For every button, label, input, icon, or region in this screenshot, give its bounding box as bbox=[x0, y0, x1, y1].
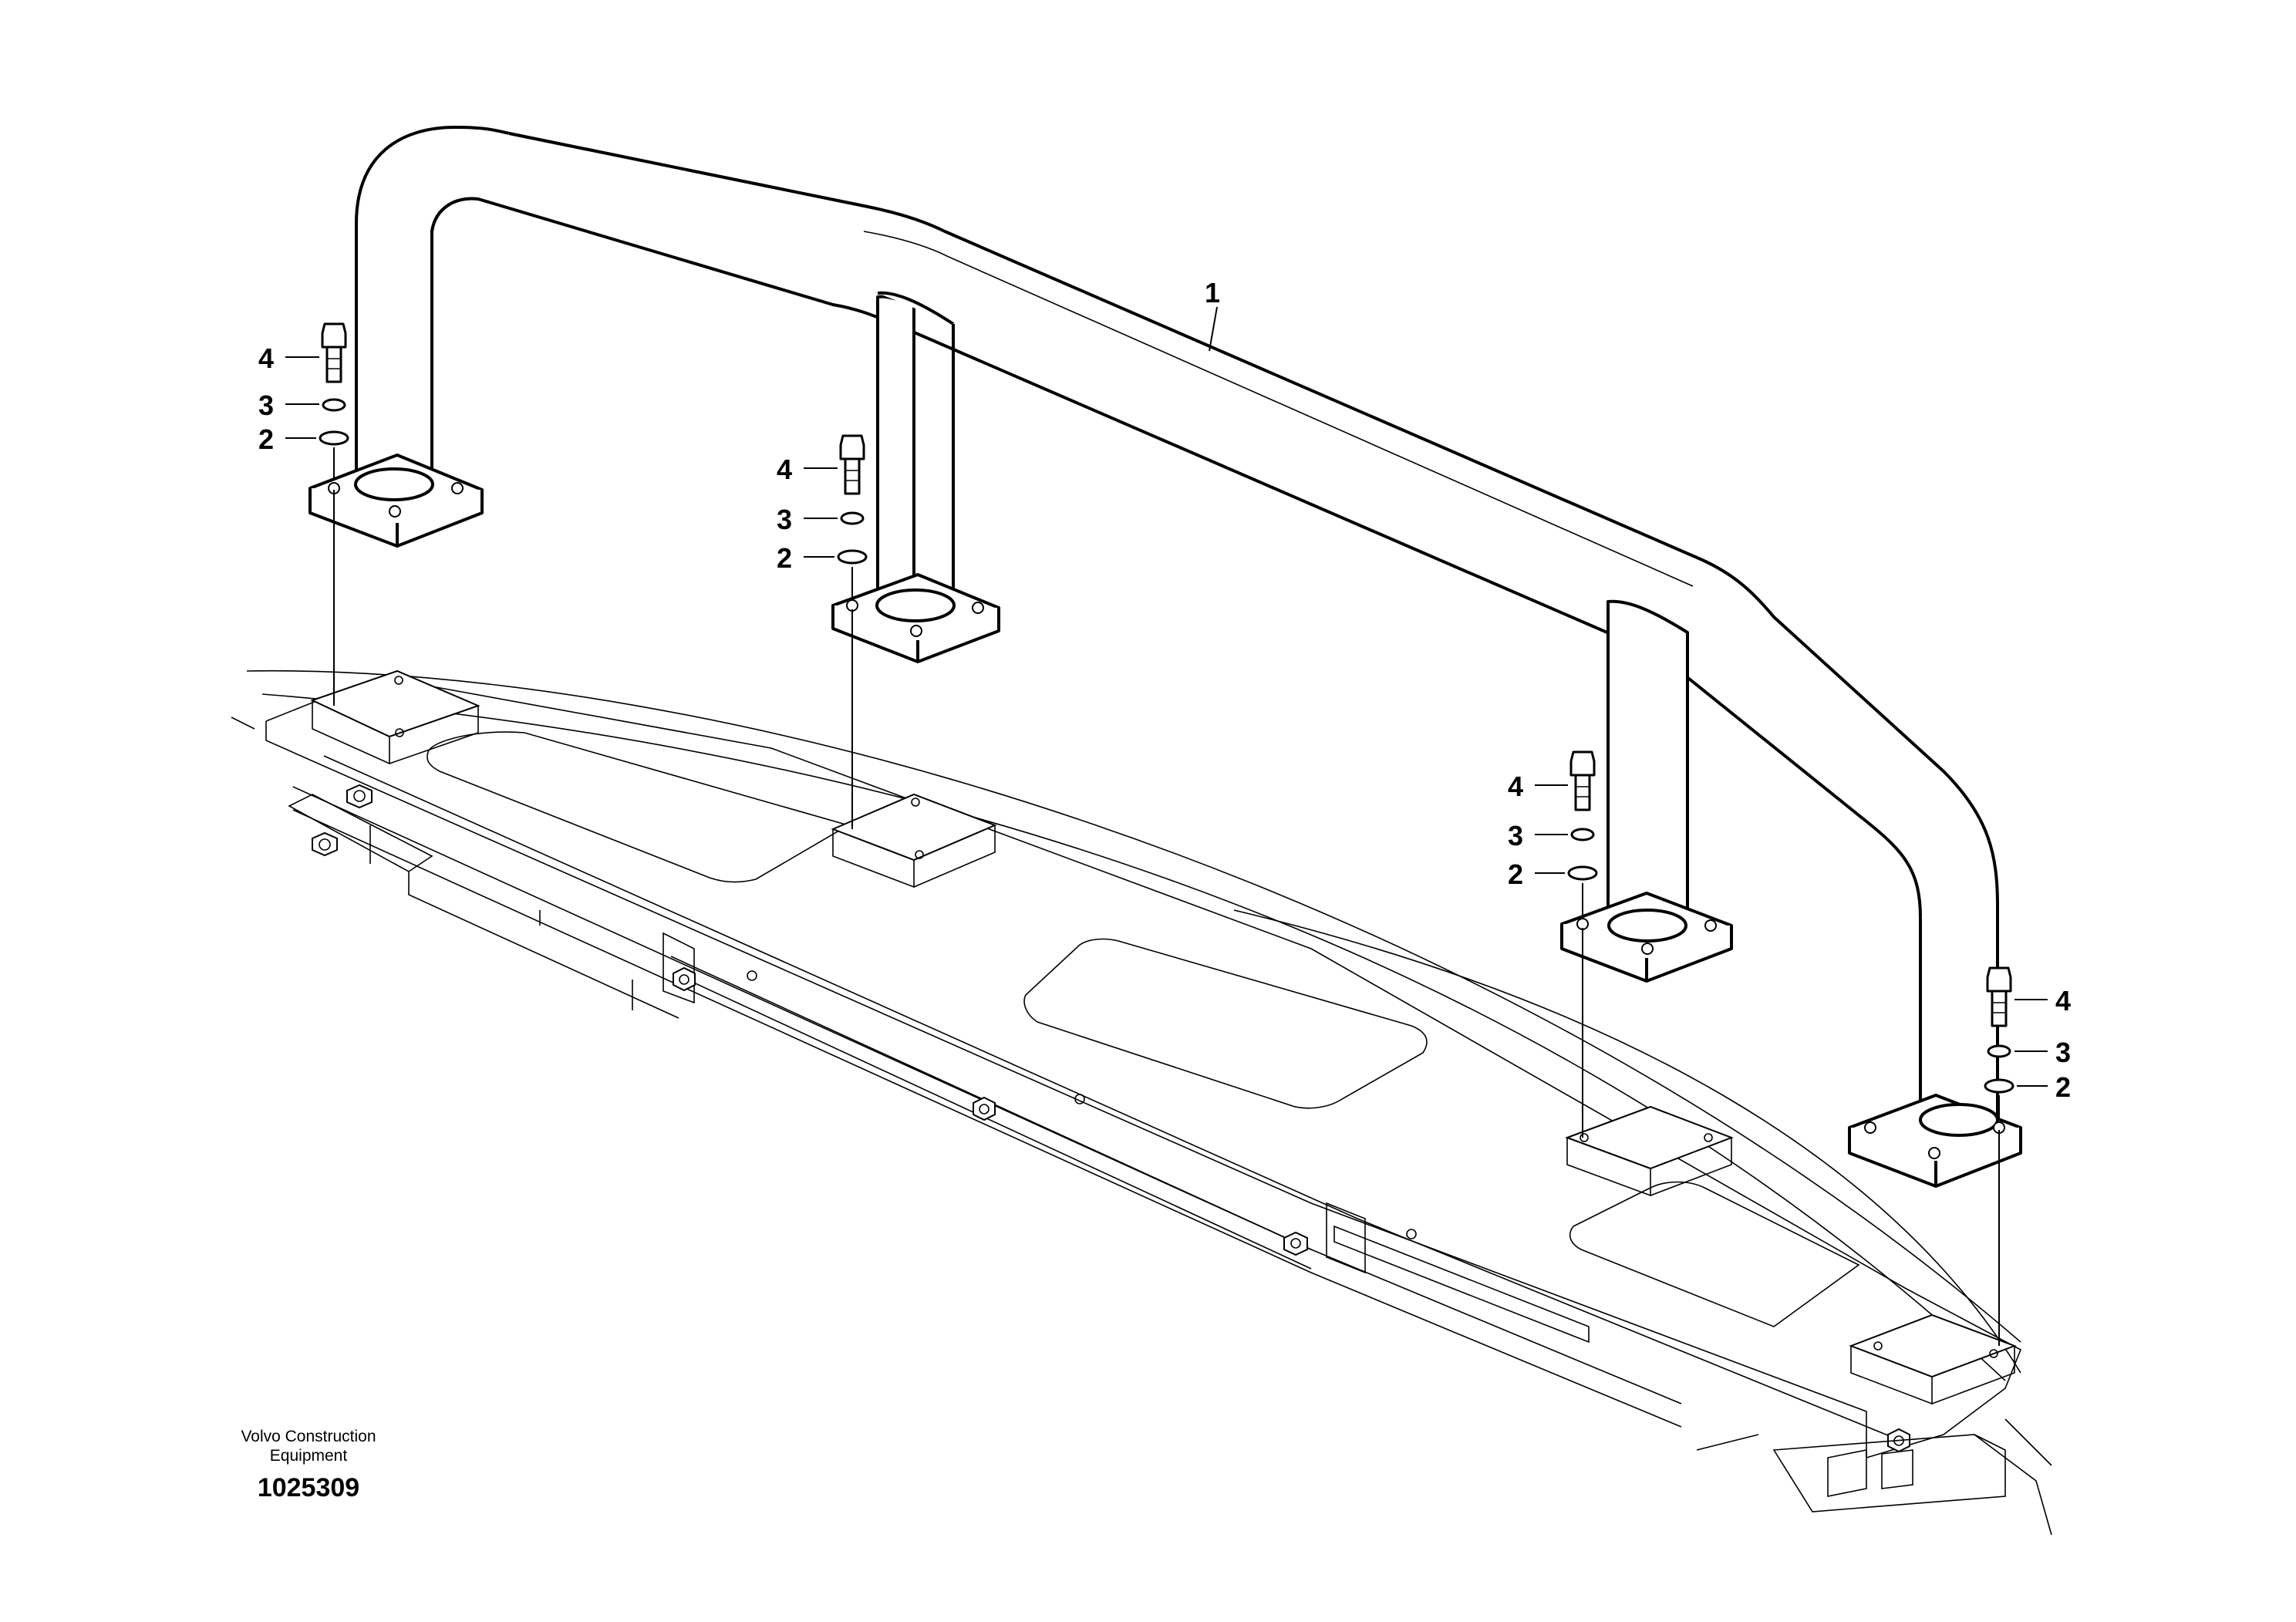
callout-washer: 2 bbox=[2055, 1071, 2071, 1103]
bolt bbox=[1569, 750, 1596, 811]
illustration-number: 1025309 bbox=[257, 1473, 360, 1502]
lock-washer bbox=[1987, 1044, 2011, 1058]
callout-bolt: 4 bbox=[2055, 985, 2071, 1017]
lock-washer bbox=[1570, 828, 1595, 841]
callout-washer: 2 bbox=[1508, 858, 1523, 890]
bolt-stack: 4 3 2 bbox=[1984, 966, 2071, 1346]
post-base-plate bbox=[1848, 1094, 2022, 1188]
bolt-stack: 4 3 2 bbox=[1508, 750, 1598, 1138]
bolt-stack: 4 3 2 bbox=[258, 322, 349, 706]
base-hole bbox=[1406, 1229, 1417, 1239]
mounting-pad bbox=[310, 669, 480, 765]
post-base-plate bbox=[831, 573, 1000, 663]
callout-leader-rail bbox=[1209, 306, 1218, 352]
lock-washer bbox=[840, 511, 865, 525]
base-bolt-head bbox=[346, 784, 373, 809]
callout-bolt: 4 bbox=[777, 454, 792, 485]
washer bbox=[1984, 1078, 2014, 1094]
bolt bbox=[1986, 966, 2012, 1027]
mounting-pad bbox=[831, 793, 997, 889]
base-bolt-head bbox=[973, 1096, 996, 1121]
post-base-plate bbox=[1560, 892, 1733, 983]
handrail bbox=[355, 126, 1999, 1120]
bolt-stack: 4 3 2 bbox=[777, 434, 868, 829]
manufacturer-line-1: Volvo Construction bbox=[241, 1428, 376, 1445]
manufacturer-line-2: Equipment bbox=[269, 1447, 348, 1465]
callout-lock-washer: 3 bbox=[1508, 820, 1523, 851]
lock-washer bbox=[322, 398, 346, 412]
callout-washer: 2 bbox=[258, 423, 274, 455]
mounting-pad bbox=[1565, 1105, 1734, 1197]
washer bbox=[319, 430, 349, 446]
drawing-caption: Volvo Construction Equipment 1025309 bbox=[216, 1427, 401, 1503]
callout-bolt: 4 bbox=[1508, 771, 1523, 802]
bolt bbox=[321, 322, 347, 383]
mounting-pad bbox=[1849, 1313, 2017, 1405]
machine-base bbox=[231, 669, 2052, 1536]
post-base-plate bbox=[308, 454, 484, 548]
callout-washer: 2 bbox=[777, 542, 792, 574]
callout-handrail: 1 bbox=[1205, 277, 1220, 309]
base-bolt-head bbox=[312, 831, 338, 857]
washer bbox=[837, 549, 868, 565]
base-hole bbox=[747, 970, 757, 981]
callout-lock-washer: 3 bbox=[777, 504, 792, 535]
callout-bolt: 4 bbox=[258, 342, 274, 374]
bolt bbox=[839, 434, 865, 495]
washer bbox=[1567, 865, 1598, 881]
callout-lock-washer: 3 bbox=[2055, 1037, 2071, 1068]
base-bolt-head bbox=[1283, 1231, 1308, 1256]
callout-lock-washer: 3 bbox=[258, 389, 274, 421]
base-hole bbox=[1074, 1094, 1085, 1104]
base-bolt-head bbox=[673, 966, 696, 992]
